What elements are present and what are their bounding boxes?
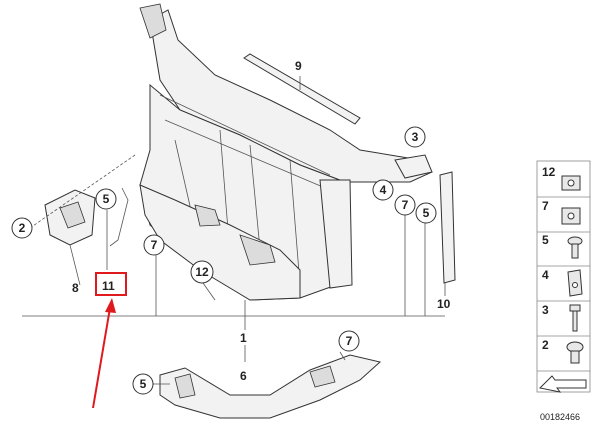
svg-text:7: 7 bbox=[346, 334, 353, 348]
svg-text:2: 2 bbox=[19, 221, 26, 235]
clip-nut-icon bbox=[561, 175, 581, 191]
callout-2: 2 bbox=[11, 217, 33, 239]
figure-id: 00182466 bbox=[540, 412, 580, 422]
callout-5b: 5 bbox=[415, 202, 437, 224]
callout-4: 4 bbox=[372, 179, 394, 201]
label-9: 9 bbox=[295, 59, 302, 73]
callout-7a: 7 bbox=[394, 194, 416, 216]
label-1: 1 bbox=[240, 331, 247, 345]
legend-label-3: 3 bbox=[542, 303, 549, 317]
bracket-icon bbox=[567, 269, 583, 297]
right-bracket bbox=[394, 154, 433, 179]
svg-text:12: 12 bbox=[195, 265, 209, 279]
svg-text:7: 7 bbox=[151, 238, 158, 252]
legend-label-7: 7 bbox=[542, 199, 549, 213]
svg-text:5: 5 bbox=[423, 206, 430, 220]
label-10: 10 bbox=[437, 297, 451, 311]
svg-text:5: 5 bbox=[140, 377, 147, 391]
leader-lines bbox=[22, 76, 446, 385]
svg-text:4: 4 bbox=[380, 183, 387, 197]
label-11: 11 bbox=[102, 279, 115, 293]
spring-nut-icon bbox=[561, 207, 581, 225]
callout-7b: 7 bbox=[143, 234, 165, 256]
svg-text:5: 5 bbox=[103, 192, 110, 206]
callout-5a: 5 bbox=[95, 188, 117, 210]
svg-text:7: 7 bbox=[402, 198, 409, 212]
callout-3: 3 bbox=[404, 126, 426, 148]
vertical-seal bbox=[439, 171, 456, 284]
label-6: 6 bbox=[240, 369, 247, 383]
legend-label-2: 2 bbox=[542, 338, 549, 352]
legend-label-12: 12 bbox=[542, 165, 556, 179]
screw-icon bbox=[567, 236, 583, 259]
svg-text:3: 3 bbox=[412, 130, 419, 144]
legend-label-5: 5 bbox=[542, 233, 549, 247]
label-8: 8 bbox=[72, 281, 79, 295]
callout-5c: 5 bbox=[132, 373, 154, 395]
seal-strip bbox=[243, 53, 361, 125]
support-rod bbox=[109, 187, 129, 247]
callout-7c: 7 bbox=[338, 330, 360, 352]
bolt-icon bbox=[569, 304, 581, 332]
flange-screw-icon bbox=[566, 341, 584, 364]
highlight-marker bbox=[92, 272, 127, 409]
direction-arrow-icon bbox=[538, 375, 587, 393]
callout-12: 12 bbox=[190, 260, 214, 284]
fastener-legend: 12 7 5 4 3 2 bbox=[536, 160, 591, 393]
highlight-box bbox=[95, 272, 127, 296]
front-panel-carrier bbox=[139, 3, 433, 301]
legend-label-4: 4 bbox=[542, 268, 549, 282]
